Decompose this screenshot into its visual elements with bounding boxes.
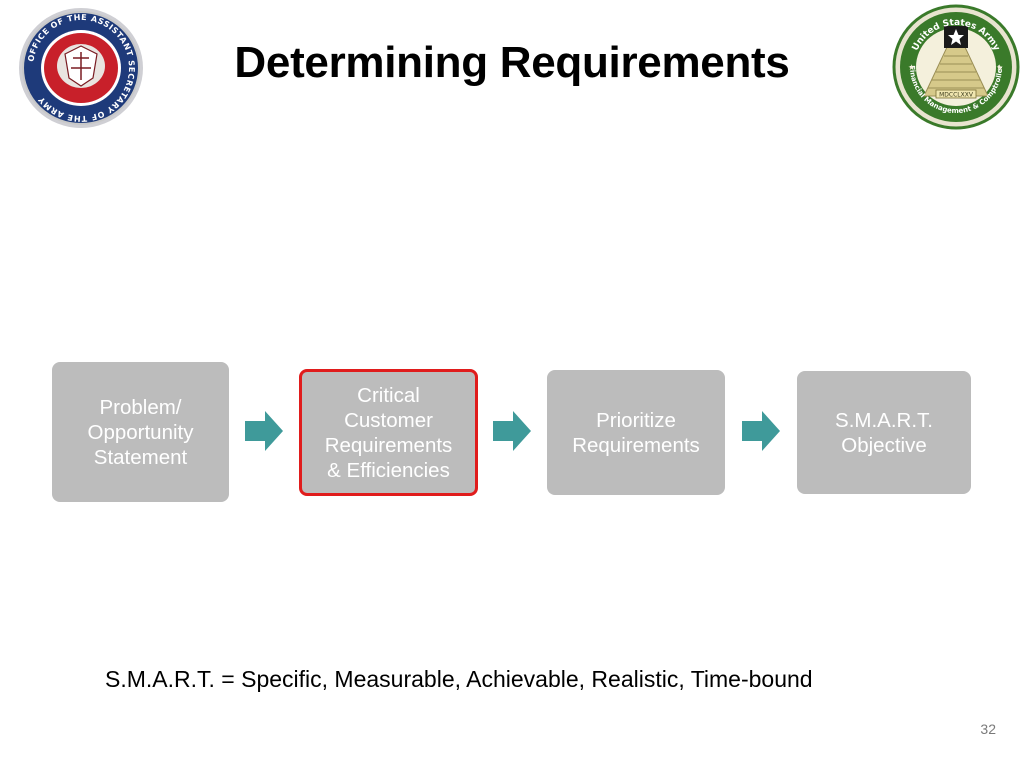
svg-text:MDCCLXXV: MDCCLXXV: [939, 92, 974, 99]
army-financial-management-seal-icon: MDCCLXXV United States Army Financial Ma…: [892, 4, 1020, 130]
arrow-right-icon: [493, 411, 531, 451]
arrow-right-icon: [742, 411, 780, 451]
arrow-right-icon: [245, 411, 283, 451]
process-step-label: S.M.A.R.T. Objective: [835, 408, 933, 457]
process-step-prioritize-requirements: Prioritize Requirements: [547, 370, 725, 495]
svg-text:★: ★: [908, 63, 915, 72]
slide-title: Determining Requirements: [234, 38, 790, 87]
assistant-secretary-army-seal-icon: OFFICE OF THE ASSISTANT SECRETARY OF THE…: [17, 6, 145, 130]
process-step-problem-opportunity: Problem/ Opportunity Statement: [52, 362, 229, 502]
process-step-label: Critical Customer Requirements & Efficie…: [324, 383, 453, 482]
process-step-smart-objective: S.M.A.R.T. Objective: [797, 371, 971, 494]
process-step-label: Prioritize Requirements: [572, 408, 700, 457]
page-number: 32: [980, 721, 996, 737]
process-step-label: Problem/ Opportunity Statement: [87, 395, 194, 469]
process-step-critical-customer-requirements: Critical Customer Requirements & Efficie…: [299, 369, 478, 496]
smart-definition-footnote: S.M.A.R.T. = Specific, Measurable, Achie…: [105, 666, 813, 692]
svg-text:★: ★: [996, 63, 1003, 72]
